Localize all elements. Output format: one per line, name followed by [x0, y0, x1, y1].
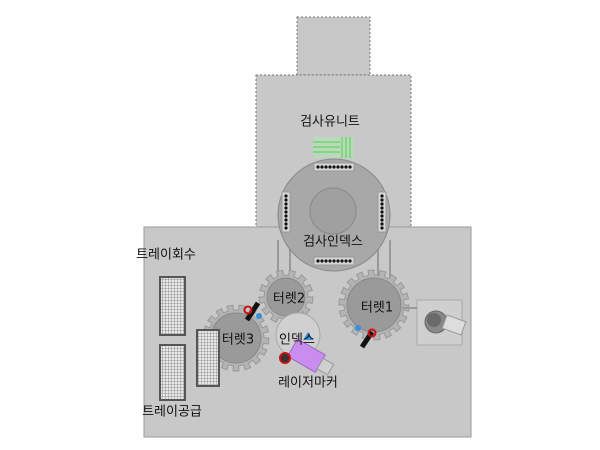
- pin-bars: [281, 162, 387, 266]
- turret3-label: 터렛3: [221, 332, 255, 348]
- tray-recovery-label: 트레이회수: [136, 247, 196, 263]
- laser-marker[interactable]: [286, 338, 336, 378]
- turret1-label: 터렛1: [360, 300, 394, 316]
- tray-recovery-stack[interactable]: [159, 276, 186, 336]
- index-marker-icon: [303, 332, 313, 340]
- turret2-gear[interactable]: [258, 269, 314, 325]
- tray-buffer[interactable]: [196, 329, 220, 387]
- laser-marker-label: 레이저마커: [278, 375, 338, 391]
- top-module: [296, 16, 371, 76]
- laser-head-icon: [279, 352, 291, 364]
- inspection-index-label: 검사인덱스: [303, 234, 363, 250]
- turret2-label: 터렛2: [272, 291, 306, 307]
- tray-supply-stack[interactable]: [159, 344, 186, 401]
- inspection-unit-label: 검사유니트: [300, 114, 360, 130]
- index-label: 인덱스: [279, 332, 315, 348]
- pick-arm-turret3: [243, 301, 262, 322]
- turret1-gear[interactable]: [338, 269, 410, 341]
- tray-supply-label: 트레이공급: [142, 404, 202, 420]
- inspection-index-hub: [309, 187, 357, 235]
- pick-arm-turret1: [355, 325, 377, 349]
